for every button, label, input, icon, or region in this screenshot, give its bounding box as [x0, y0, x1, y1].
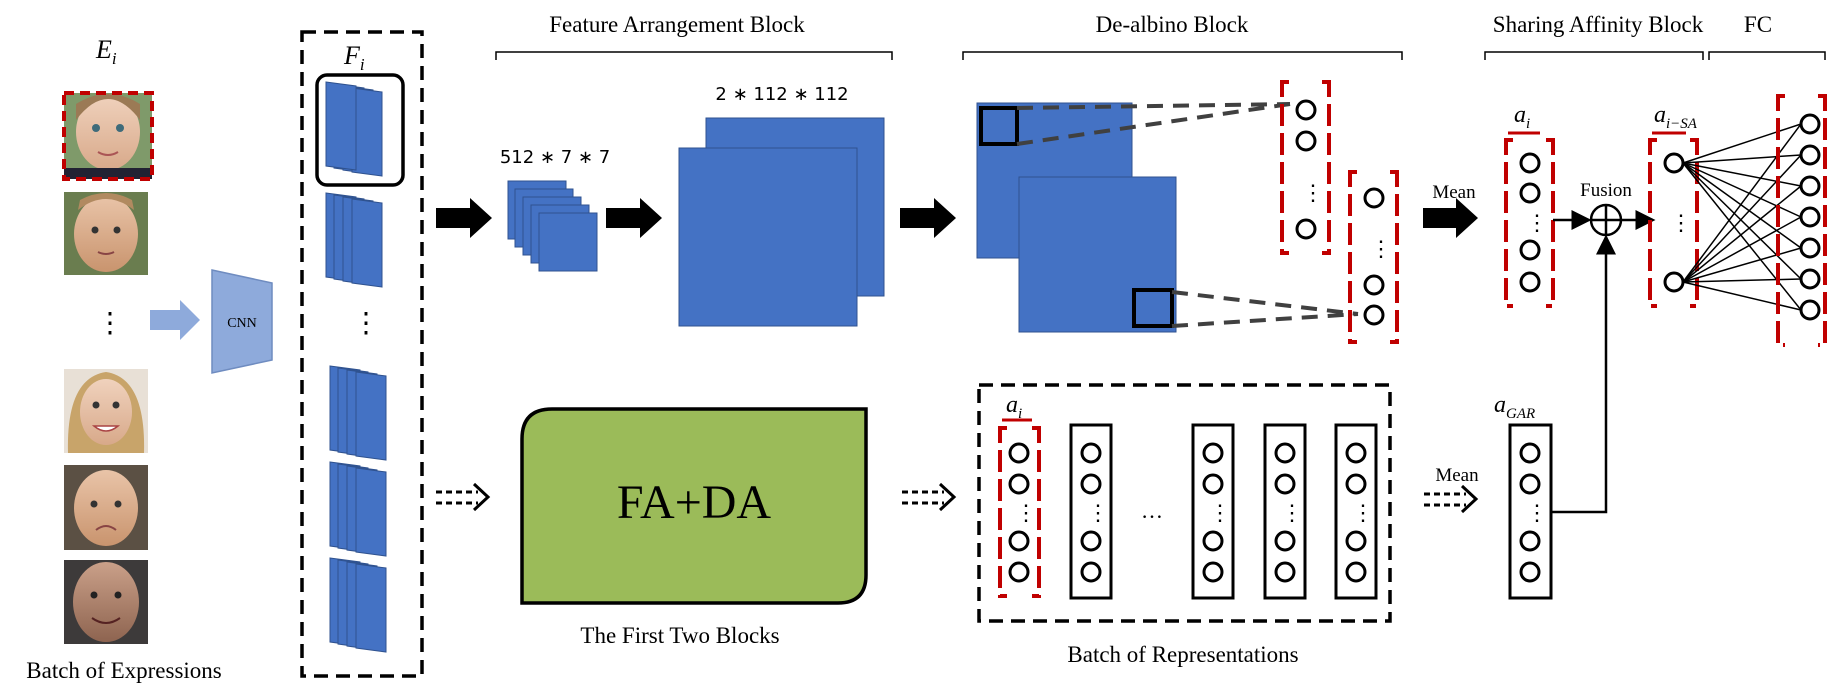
feature-arrangement-block-title: Feature Arrangement Block — [549, 12, 805, 37]
fa-brace — [495, 51, 893, 60]
svg-text:⋮: ⋮ — [1281, 500, 1303, 525]
face-boy-icon — [64, 192, 148, 275]
dim-small-label: 512 ∗ 7 ∗ 7 — [500, 147, 610, 168]
dashed-arrow-to-fa-da — [436, 482, 491, 512]
svg-text:FA+DA: FA+DA — [617, 476, 772, 529]
arrow-to-da — [900, 198, 956, 238]
face-woman-icon — [64, 369, 148, 453]
arrow-to-fa — [436, 198, 492, 238]
svg-text:⋮: ⋮ — [1370, 236, 1392, 261]
batch-of-expressions-label: Batch of Expressions — [26, 658, 222, 683]
sharing-affinity-block-title: Sharing Affinity Block — [1493, 12, 1704, 37]
batch-representations-box — [977, 383, 1392, 623]
svg-text:⋮: ⋮ — [1209, 500, 1231, 525]
da-node-column-1: ⋮ — [1280, 80, 1331, 255]
de-albino-projection-lines — [1016, 102, 1359, 328]
svg-text:⋮: ⋮ — [1670, 210, 1692, 235]
faces-vdots: ⋮ — [96, 308, 124, 339]
da-brace — [962, 51, 1403, 60]
feature-stack-5 — [329, 557, 387, 653]
svg-text:CNN: CNN — [227, 316, 257, 331]
de-albino-maps — [976, 102, 1177, 333]
fusion-plus-icon — [1589, 203, 1623, 237]
to-cnn-arrow — [150, 300, 200, 340]
fc-node-column — [1776, 94, 1827, 347]
a-gar-label: aGAR — [1494, 392, 1535, 422]
representation-column-1: ⋮ — [998, 426, 1041, 598]
feature-stack-2 — [325, 192, 383, 288]
fc-title: FC — [1744, 12, 1772, 37]
a-i-bottom-label: ai — [1006, 392, 1022, 422]
fc-connections — [1682, 123, 1802, 311]
batch-representations-label: Batch of Representations — [1067, 642, 1298, 667]
mean-top-label: Mean — [1432, 182, 1476, 203]
first-two-blocks-label: The First Two Blocks — [580, 623, 779, 648]
sa-brace — [1484, 51, 1704, 60]
fusion-label: Fusion — [1580, 180, 1632, 201]
fa-da-block: FA+DA — [520, 407, 868, 605]
representation-column-5: ⋮ — [1334, 423, 1378, 600]
face-child-sad-icon — [64, 465, 148, 550]
de-albino-block-title: De-albino Block — [1096, 12, 1249, 37]
e-i-label: Ei — [95, 35, 117, 68]
dashed-arrow-to-representations — [902, 482, 957, 512]
features-column-box — [300, 30, 424, 678]
face-girl-icon — [62, 91, 154, 181]
dashed-arrow-mean-bottom — [1424, 484, 1479, 514]
svg-text:⋮: ⋮ — [1352, 500, 1374, 525]
f-i-label: Fi — [343, 41, 365, 74]
da-node-column-2: ⋮ — [1348, 170, 1399, 344]
a-i-top-column: ⋮ — [1504, 138, 1555, 308]
svg-text:⋮: ⋮ — [1526, 500, 1548, 525]
svg-text:⋮: ⋮ — [1526, 210, 1548, 235]
feature-stack-3 — [329, 365, 387, 461]
svg-text:⋮: ⋮ — [1087, 500, 1109, 525]
cnn-block: CNN — [211, 269, 273, 374]
face-old-man-icon — [64, 560, 148, 644]
representations-ellipsis: … — [1141, 498, 1163, 523]
selected-feature-highlight — [315, 73, 405, 187]
representation-column-3: ⋮ — [1191, 423, 1235, 600]
dim-large-label: 2 ∗ 112 ∗ 112 — [715, 84, 848, 105]
a-gar-column: ⋮ — [1508, 423, 1553, 600]
a-gar-to-fusion-arrow — [1551, 234, 1616, 514]
a-i-top-label: ai — [1514, 102, 1530, 132]
mean-bottom-label: Mean — [1435, 465, 1479, 486]
fc-brace — [1708, 51, 1826, 60]
arrow-mean-top — [1423, 198, 1478, 238]
svg-text:⋮: ⋮ — [1302, 180, 1324, 205]
small-feature-cubes — [507, 180, 598, 272]
large-feature-maps — [678, 117, 885, 327]
a-isa-label: ai−SA — [1654, 102, 1698, 132]
feature-stack-4 — [329, 461, 387, 557]
representation-column-2: ⋮ — [1069, 423, 1113, 600]
feature-stack-1 — [325, 81, 383, 177]
representation-column-4: ⋮ — [1263, 423, 1307, 600]
svg-text:⋮: ⋮ — [1015, 500, 1037, 525]
arrow-fa-inner — [606, 198, 662, 238]
features-vdots: ⋮ — [352, 308, 380, 339]
